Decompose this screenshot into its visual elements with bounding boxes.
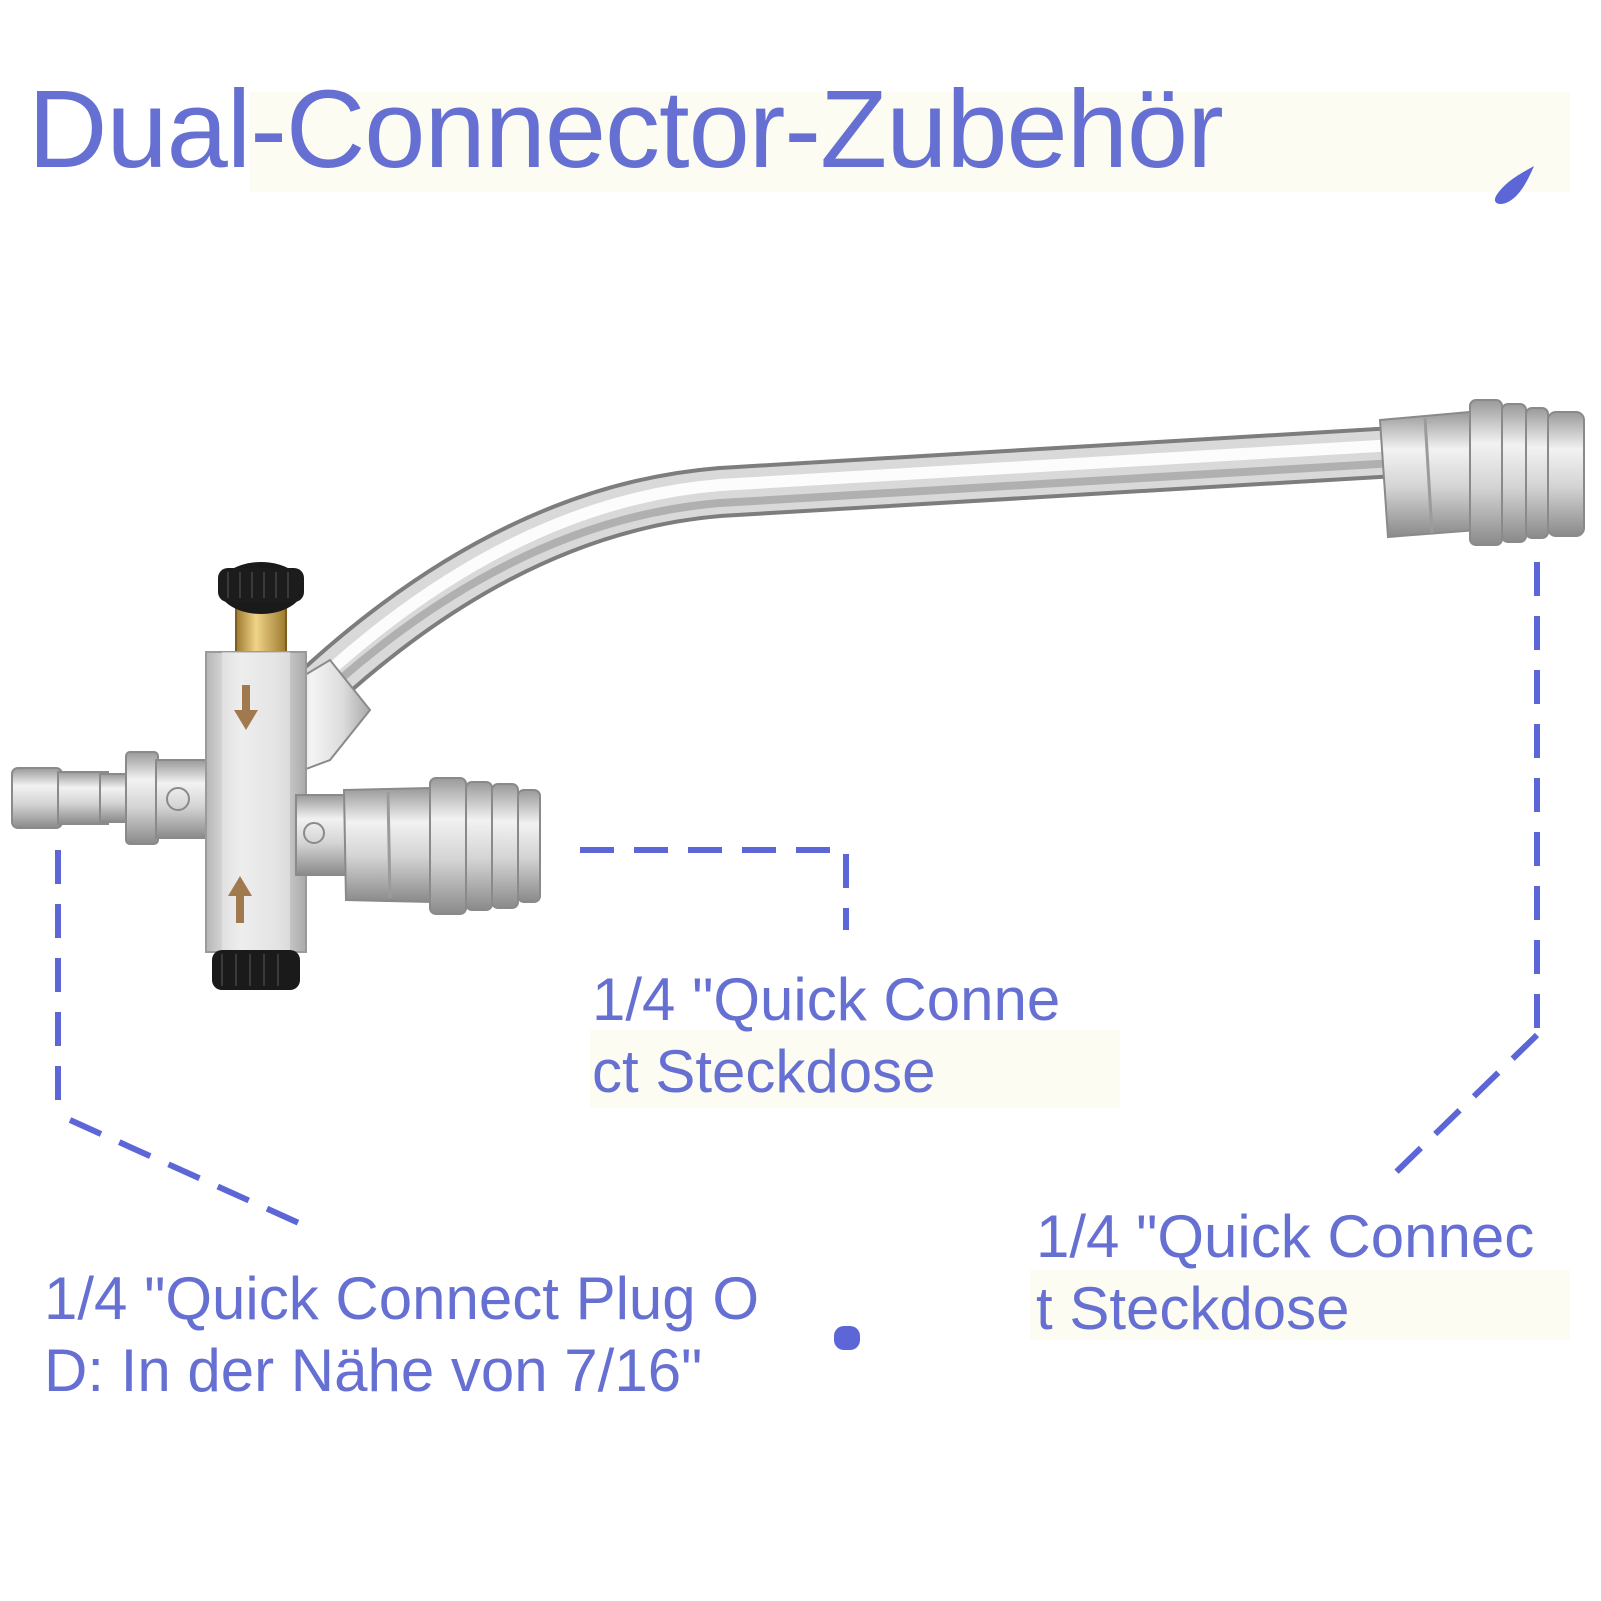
leader-lines: [55, 562, 1540, 1231]
title-backdrop: [250, 92, 1570, 192]
callout-center-socket: 1/4 "Quick Conne ct Steckdose: [592, 964, 1060, 1108]
center-label-backdrop: [590, 1030, 1120, 1108]
callout-left-plug: 1/4 "Quick Connect Plug O D: In der Nähe…: [44, 1263, 759, 1407]
valve-body: [205, 562, 307, 990]
flow-arrow-icon: [228, 685, 258, 923]
right-quick-connect-socket: [1378, 399, 1585, 546]
right-leader-line-diagonal: [1387, 1032, 1540, 1181]
callout-right-socket: 1/4 "Quick Connec t Steckdose: [1036, 1201, 1534, 1345]
callout-right-line1: 1/4 "Quick Connec: [1036, 1203, 1535, 1270]
left-quick-connect-plug: [11, 751, 207, 845]
callout-right-line2: t Steckdose: [1036, 1275, 1350, 1342]
left-leader-line-diagonal: [68, 1117, 312, 1231]
center-quick-connect-socket: [295, 777, 541, 915]
extension-wand: [282, 426, 1397, 724]
center-leader-line: [580, 847, 849, 930]
callout-center-line2: ct Steckdose: [592, 1038, 936, 1105]
page-title: Dual-Connector-Zubehör: [28, 68, 1224, 191]
water-drop-icon: [1494, 166, 1534, 204]
right-label-backdrop: [1030, 1270, 1570, 1340]
callout-left-line1: 1/4 "Quick Connect Plug O: [44, 1265, 759, 1332]
water-drop-icon: [834, 1326, 860, 1350]
callout-center-line1: 1/4 "Quick Conne: [592, 966, 1061, 1033]
callout-left-line2: D: In der Nähe von 7/16": [44, 1337, 703, 1404]
